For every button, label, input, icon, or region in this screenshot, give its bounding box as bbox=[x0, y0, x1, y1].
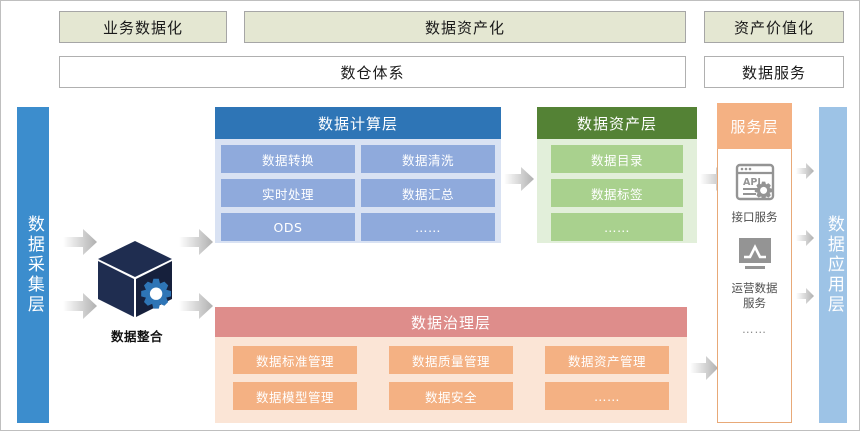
service-item-label: 运营数据服务 bbox=[731, 281, 778, 310]
box-label: 数仓体系 bbox=[340, 63, 405, 82]
column-data-application-layer: 数据应用层 bbox=[819, 107, 847, 423]
chip-governance-0[interactable]: 数据标准管理 bbox=[233, 346, 357, 374]
panel-service-layer: 服务层 API bbox=[717, 103, 792, 423]
band-label: 业务数据化 bbox=[102, 18, 183, 37]
data-integration-node: 数据整合 bbox=[87, 237, 187, 345]
chip-label: ODS bbox=[273, 219, 303, 235]
chip-label: …… bbox=[415, 219, 441, 235]
chip-compute-5[interactable]: …… bbox=[361, 213, 495, 241]
column-data-collection-layer: 数据采集层 bbox=[17, 107, 49, 423]
chip-label: 数据资产管理 bbox=[567, 353, 646, 369]
svg-text:API: API bbox=[743, 177, 761, 188]
chip-compute-0[interactable]: 数据转换 bbox=[221, 145, 355, 173]
chip-label: 实时处理 bbox=[261, 186, 314, 202]
chip-label: 数据目录 bbox=[590, 152, 643, 168]
panel-header: 数据资产层 bbox=[537, 107, 697, 139]
chip-governance-3[interactable]: 数据模型管理 bbox=[233, 382, 357, 410]
box-data-service: 数据服务 bbox=[704, 56, 844, 88]
panel-title: 数据资产层 bbox=[576, 114, 657, 133]
panel-title: 数据治理层 bbox=[410, 313, 491, 332]
chip-label: 数据汇总 bbox=[401, 186, 454, 202]
chip-asset-0[interactable]: 数据目录 bbox=[551, 145, 683, 173]
panel-compute-layer: 数据计算层 数据转换 数据清洗 实时处理 数据汇总 ODS …… bbox=[215, 107, 501, 243]
chip-compute-1[interactable]: 数据清洗 bbox=[361, 145, 495, 173]
integration-label: 数据整合 bbox=[110, 329, 163, 344]
column-label: 数据采集层 bbox=[23, 215, 44, 315]
arrow-collect-to-integrate-bottom bbox=[63, 293, 97, 319]
chip-governance-2[interactable]: 数据资产管理 bbox=[545, 346, 669, 374]
column-label: 数据应用层 bbox=[823, 215, 844, 315]
band-label: 资产价值化 bbox=[733, 18, 814, 37]
chip-label: 数据模型管理 bbox=[255, 389, 334, 405]
chip-label: 数据安全 bbox=[424, 389, 477, 405]
service-item-label: 接口服务 bbox=[731, 210, 778, 224]
chip-asset-2[interactable]: …… bbox=[551, 213, 683, 241]
arrow-governance-to-service bbox=[690, 356, 718, 380]
chip-label: …… bbox=[604, 219, 630, 235]
arrow-compute-to-asset bbox=[504, 167, 534, 191]
arrow-integrate-to-compute bbox=[179, 229, 213, 255]
arrow-collect-to-integrate-top bbox=[63, 229, 97, 255]
chip-label: 数据标准管理 bbox=[255, 353, 334, 369]
band-label: 数据资产化 bbox=[424, 18, 505, 37]
panel-body: 数据目录 数据标签 …… bbox=[537, 139, 697, 247]
box-warehouse-system: 数仓体系 bbox=[59, 56, 686, 88]
service-item-api[interactable]: API 接口服务 bbox=[732, 161, 778, 224]
chip-asset-1[interactable]: 数据标签 bbox=[551, 179, 683, 207]
chip-governance-5[interactable]: …… bbox=[545, 382, 669, 410]
api-window-icon: API bbox=[734, 161, 776, 207]
panel-header: 数据计算层 bbox=[215, 107, 501, 139]
arrow-service-to-app-1 bbox=[796, 163, 814, 179]
arrow-integrate-to-governance bbox=[179, 293, 213, 319]
band-data-assetization: 数据资产化 bbox=[244, 11, 686, 43]
panel-governance-layer: 数据治理层 数据标准管理 数据质量管理 数据资产管理 数据模型管理 数据安全 …… bbox=[215, 307, 687, 423]
service-more-label: …… bbox=[742, 322, 767, 337]
chip-compute-2[interactable]: 实时处理 bbox=[221, 179, 355, 207]
cube-gear-icon bbox=[94, 237, 180, 325]
chip-compute-3[interactable]: 数据汇总 bbox=[361, 179, 495, 207]
box-label: 数据服务 bbox=[741, 63, 806, 82]
panel-header: 数据治理层 bbox=[215, 307, 687, 337]
chip-label: 数据质量管理 bbox=[411, 353, 490, 369]
chart-monitor-icon bbox=[734, 236, 776, 278]
chip-governance-1[interactable]: 数据质量管理 bbox=[389, 346, 513, 374]
chip-label: 数据标签 bbox=[590, 186, 643, 202]
band-asset-valuation: 资产价值化 bbox=[704, 11, 844, 43]
panel-header: 服务层 bbox=[717, 103, 792, 149]
panel-body: 数据转换 数据清洗 实时处理 数据汇总 ODS …… bbox=[215, 139, 501, 247]
chip-label: 数据转换 bbox=[261, 152, 314, 168]
chip-label: …… bbox=[594, 388, 620, 404]
arrow-service-to-app-3 bbox=[796, 288, 814, 304]
panel-asset-layer: 数据资产层 数据目录 数据标签 …… bbox=[537, 107, 697, 243]
band-business-datafication: 业务数据化 bbox=[59, 11, 227, 43]
chip-compute-4[interactable]: ODS bbox=[221, 213, 355, 241]
panel-body: 数据标准管理 数据质量管理 数据资产管理 数据模型管理 数据安全 …… bbox=[215, 337, 687, 419]
chip-label: 数据清洗 bbox=[401, 152, 454, 168]
arrow-service-to-app-2 bbox=[796, 230, 814, 246]
panel-title: 数据计算层 bbox=[317, 114, 398, 133]
service-item-operation-data[interactable]: 运营数据服务 bbox=[731, 236, 779, 310]
panel-title: 服务层 bbox=[730, 117, 779, 136]
panel-body: API 接口服务 bbox=[717, 149, 792, 423]
chip-governance-4[interactable]: 数据安全 bbox=[389, 382, 513, 410]
